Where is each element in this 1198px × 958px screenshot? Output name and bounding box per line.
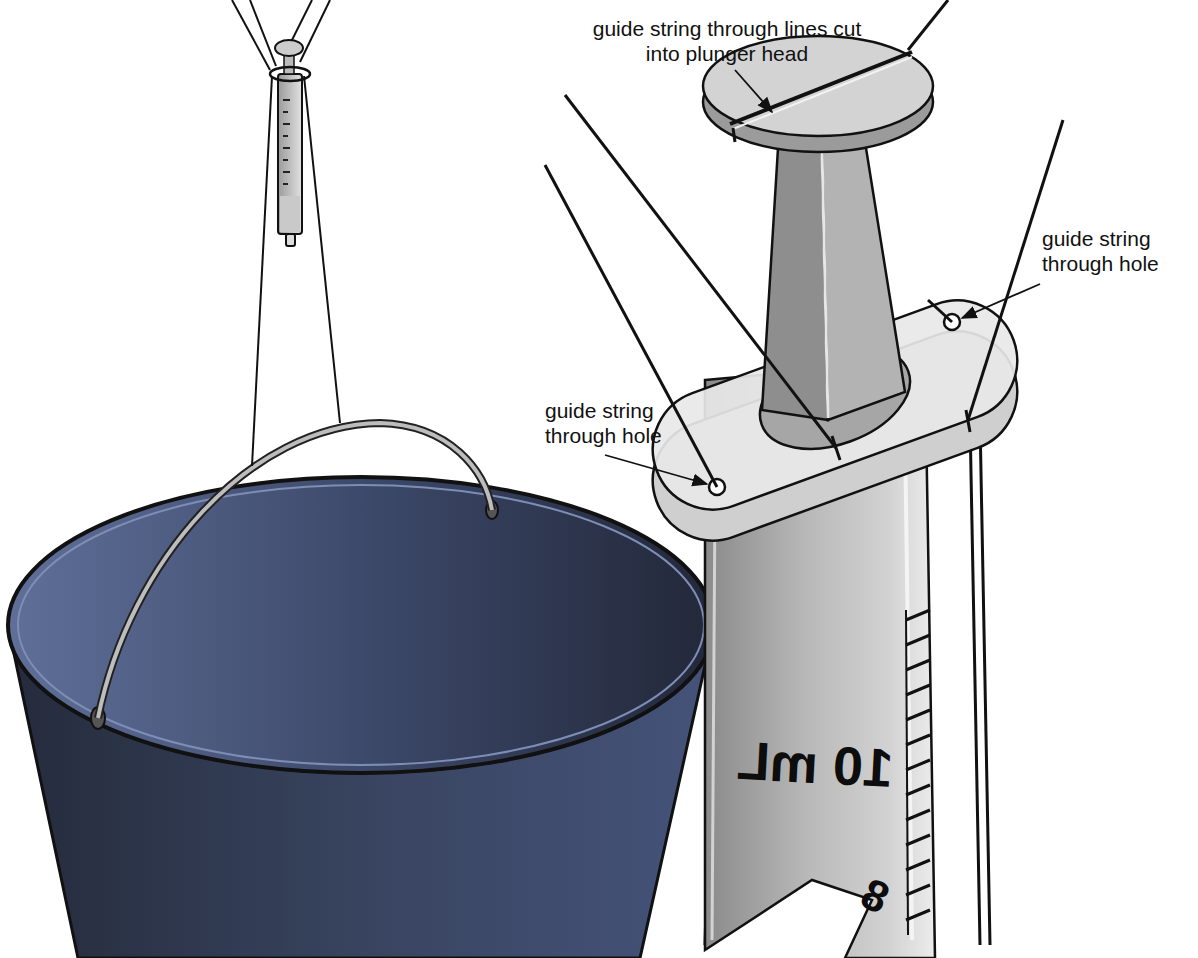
barrel-highlight: [905, 430, 912, 940]
plunger-stem: [762, 148, 828, 420]
string: [304, 76, 340, 423]
bucket-opening: [8, 477, 714, 773]
plunger-slit-edge: [733, 57, 912, 129]
barrel-highlight: [712, 500, 715, 940]
string: [565, 95, 836, 448]
graduation-marks: [906, 610, 930, 920]
plunger-stem: [822, 148, 905, 420]
syringe-flange: [270, 67, 310, 81]
plunger-slit: [733, 128, 735, 142]
syringe-graduations: [283, 100, 290, 184]
string: [252, 76, 272, 466]
graduation-number: 8: [841, 862, 909, 931]
string: [300, 0, 330, 62]
callout-label: guide string through hole: [545, 398, 695, 448]
string: [250, 0, 276, 66]
string: [290, 0, 312, 44]
callout-label: guide string through hole: [1042, 226, 1192, 276]
string: [908, 0, 948, 50]
bucket-handle-outline: [98, 423, 492, 718]
leader-line: [962, 284, 1040, 318]
string: [980, 420, 990, 945]
graduation-scale: [906, 610, 908, 935]
callout-label: guide string through lines cut into plun…: [592, 16, 862, 66]
volume-label: 10 mL: [723, 727, 906, 801]
syringe-liquid: [280, 196, 300, 232]
leader-line: [735, 70, 772, 112]
string: [970, 420, 980, 945]
plunger-head: [275, 40, 303, 56]
string: [545, 165, 717, 487]
syringe-tip: [286, 234, 295, 246]
bucket-inner-rim: [18, 485, 704, 765]
plunger-rib: [822, 150, 828, 418]
syringe-barrel: [278, 74, 302, 234]
bucket-handle: [98, 423, 492, 718]
string: [928, 300, 952, 322]
leader-line: [605, 455, 707, 484]
